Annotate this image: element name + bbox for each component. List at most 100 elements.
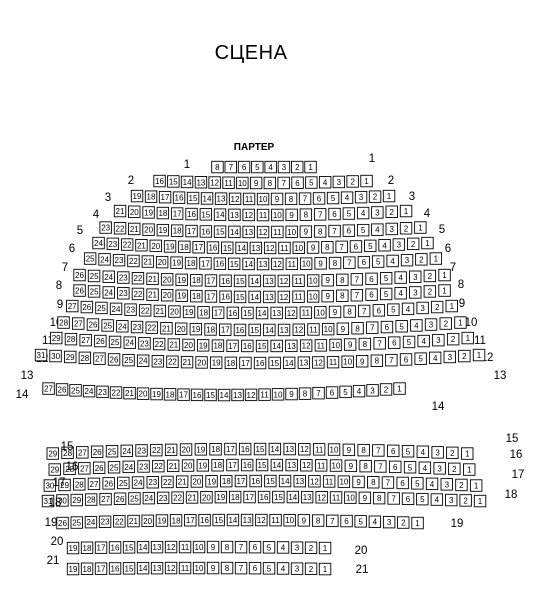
seat-row-13-13[interactable]: 13	[297, 356, 311, 369]
seat-row-9-10[interactable]: 10	[306, 290, 320, 303]
seat-row-9-18[interactable]: 18	[190, 289, 203, 303]
seat-row-3-14[interactable]: 14	[200, 192, 214, 205]
seat-row-15-20[interactable]: 20	[179, 443, 193, 456]
seat-row-11-9[interactable]: 9	[336, 322, 350, 335]
seat-row-1-1[interactable]: 1	[304, 160, 317, 174]
seat-row-12-11[interactable]: 11	[314, 339, 328, 352]
seat-row-6-3[interactable]: 3	[392, 238, 406, 251]
seat-row-13-16[interactable]: 16	[253, 356, 267, 370]
seat-row-17-9[interactable]: 9	[352, 475, 365, 489]
seat-row-9-25[interactable]: 25	[87, 285, 101, 298]
seat-row-15-16[interactable]: 16	[238, 442, 252, 456]
seat-row-15-13[interactable]: 13	[283, 442, 296, 456]
seat-row-12-4[interactable]: 4	[417, 334, 430, 348]
seat-row-2-9[interactable]: 9	[249, 176, 263, 190]
seat-row-15-26[interactable]: 26	[90, 445, 104, 458]
seat-row-19-12[interactable]: 12	[255, 513, 268, 527]
seat-row-16-1[interactable]: 1	[463, 463, 476, 476]
seat-row-20-12[interactable]: 12	[164, 540, 178, 554]
seat-row-19-17[interactable]: 17	[184, 514, 197, 527]
seat-row-4-2[interactable]: 2	[385, 205, 398, 218]
seat-row-18-26[interactable]: 26	[113, 492, 127, 505]
seat-row-8-4[interactable]: 4	[394, 271, 407, 284]
seat-row-20-10[interactable]: 10	[192, 540, 206, 554]
seat-row-12-5[interactable]: 5	[402, 335, 416, 349]
seat-row-20-14[interactable]: 14	[136, 540, 150, 554]
seat-row-9-12[interactable]: 12	[277, 290, 291, 304]
seat-row-21-14[interactable]: 14	[136, 561, 150, 575]
seat-row-3-13[interactable]: 13	[214, 192, 228, 205]
seat-row-21-17[interactable]: 17	[94, 562, 108, 575]
seat-row-12-20[interactable]: 20	[182, 338, 195, 352]
seat-row-6-23[interactable]: 23	[106, 237, 120, 251]
seat-row-6-15[interactable]: 15	[221, 241, 234, 254]
seat-row-20-11[interactable]: 11	[178, 540, 192, 554]
seat-row-17-26[interactable]: 26	[102, 477, 115, 490]
seat-row-8-15[interactable]: 15	[233, 274, 247, 288]
seat-row-18-1[interactable]: 1	[473, 494, 487, 508]
seat-row-14-20[interactable]: 20	[136, 387, 150, 400]
seat-row-7-17[interactable]: 17	[199, 257, 212, 270]
seat-row-16-17[interactable]: 17	[226, 458, 239, 472]
seat-row-18-30[interactable]: 30	[56, 494, 69, 507]
seat-row-12-10[interactable]: 10	[329, 338, 342, 352]
seat-row-15-5[interactable]: 5	[401, 445, 415, 458]
seat-row-14-4[interactable]: 4	[352, 384, 366, 398]
seat-row-8-11[interactable]: 11	[292, 274, 305, 287]
seat-row-14-18[interactable]: 18	[163, 388, 177, 401]
seat-row-12-8[interactable]: 8	[358, 337, 372, 351]
seat-row-21-12[interactable]: 12	[164, 561, 178, 575]
seat-row-7-21[interactable]: 21	[141, 255, 155, 268]
seat-row-8-18[interactable]: 18	[190, 274, 203, 287]
seat-row-13-2[interactable]: 2	[458, 349, 471, 363]
seat-row-17-13[interactable]: 13	[293, 474, 306, 488]
seat-row-10-11[interactable]: 11	[299, 306, 313, 319]
seat-row-16-28[interactable]: 28	[63, 462, 76, 476]
seat-row-16-26[interactable]: 26	[92, 461, 106, 474]
seat-row-7-10[interactable]: 10	[299, 257, 313, 270]
seat-row-19-14[interactable]: 14	[226, 513, 240, 527]
seat-row-15-28[interactable]: 28	[61, 446, 74, 460]
seat-row-17-1[interactable]: 1	[469, 479, 483, 492]
seat-row-8-3[interactable]: 3	[409, 270, 422, 283]
seat-row-13-6[interactable]: 6	[399, 353, 413, 366]
seat-row-10-22[interactable]: 22	[138, 304, 152, 317]
seat-row-18-18[interactable]: 18	[228, 490, 242, 504]
seat-row-18-31[interactable]: 31	[41, 494, 55, 508]
seat-row-10-21[interactable]: 21	[153, 304, 167, 318]
seat-row-14-11[interactable]: 11	[258, 388, 271, 401]
seat-row-11-16[interactable]: 16	[233, 323, 247, 337]
seat-row-1-6[interactable]: 6	[237, 160, 251, 174]
seat-row-15-25[interactable]: 25	[105, 445, 119, 458]
seat-row-2-6[interactable]: 6	[291, 176, 304, 189]
seat-row-17-15[interactable]: 15	[264, 474, 277, 488]
seat-row-16-9[interactable]: 9	[344, 459, 358, 473]
seat-row-5-6[interactable]: 6	[342, 224, 356, 237]
seat-row-9-1[interactable]: 1	[438, 284, 451, 297]
seat-row-8-23[interactable]: 23	[117, 271, 130, 284]
seat-row-15-19[interactable]: 19	[194, 443, 208, 456]
seat-row-9-9[interactable]: 9	[321, 289, 334, 303]
seat-row-8-1[interactable]: 1	[438, 268, 451, 282]
seat-row-17-2[interactable]: 2	[455, 478, 468, 492]
seat-row-11-3[interactable]: 3	[424, 318, 438, 331]
seat-row-3-16[interactable]: 16	[172, 191, 186, 204]
seat-row-4-18[interactable]: 18	[156, 206, 170, 220]
seat-row-19-16[interactable]: 16	[198, 513, 211, 527]
seat-row-9-13[interactable]: 13	[263, 290, 276, 304]
seat-row-18-3[interactable]: 3	[445, 493, 458, 507]
seat-row-15-15[interactable]: 15	[253, 442, 267, 456]
seat-row-9-21[interactable]: 21	[146, 288, 159, 301]
seat-row-18-9[interactable]: 9	[358, 491, 372, 505]
seat-row-17-11[interactable]: 11	[322, 475, 336, 488]
seat-row-15-9[interactable]: 9	[342, 443, 356, 457]
seat-row-19-4[interactable]: 4	[368, 515, 382, 528]
seat-row-15-12[interactable]: 12	[298, 443, 311, 456]
seat-row-15-18[interactable]: 18	[209, 443, 222, 456]
seat-row-16-7[interactable]: 7	[374, 460, 387, 473]
seat-row-3-11[interactable]: 11	[242, 192, 256, 206]
seat-row-19-7[interactable]: 7	[326, 514, 339, 528]
seat-row-19-11[interactable]: 11	[269, 513, 282, 527]
seat-row-14-1[interactable]: 1	[393, 382, 406, 395]
seat-row-7-16[interactable]: 16	[213, 257, 227, 270]
